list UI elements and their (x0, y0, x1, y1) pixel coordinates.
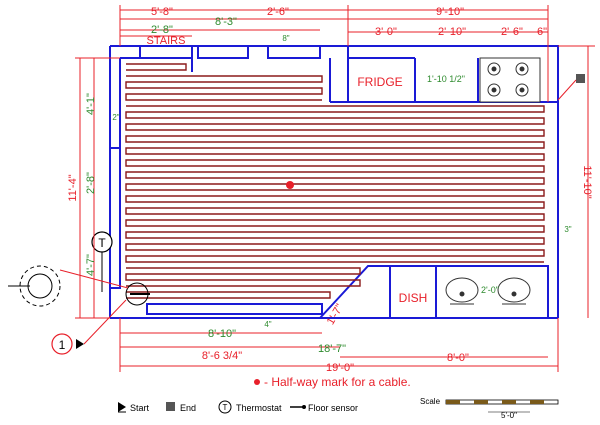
svg-text:5'-8": 5'-8" (151, 6, 173, 18)
svg-text:2'-8": 2'-8" (85, 172, 97, 194)
svg-text:11'-10": 11'-10" (581, 165, 593, 198)
sink-icon (445, 277, 531, 305)
svg-text:2": 2" (112, 113, 119, 122)
dish-label: DISH (399, 291, 428, 305)
svg-text:9'-10": 9'-10" (436, 6, 464, 18)
svg-text:Floor sensor: Floor sensor (308, 403, 358, 413)
svg-text:End: End (180, 403, 196, 413)
svg-text:1: 1 (59, 338, 66, 352)
svg-text:8": 8" (282, 34, 289, 43)
scale-bar (445, 399, 559, 413)
legend: Start End T Thermostat Floor sensor Scal… (118, 397, 559, 420)
svg-text:8'-10": 8'-10" (208, 328, 236, 340)
thermostat-legend-icon (218, 400, 232, 414)
dimension-lines (75, 5, 595, 372)
heating-cable-segment (125, 75, 323, 101)
svg-text:6": 6" (537, 26, 547, 38)
svg-text:4'-7": 4'-7" (85, 254, 97, 276)
heating-cable-segment (125, 105, 545, 263)
start-legend-icon (118, 402, 126, 412)
svg-text:8'-3": 8'-3" (215, 16, 237, 28)
svg-text:5'-0": 5'-0" (501, 411, 517, 420)
svg-text:1'-10 1/2": 1'-10 1/2" (427, 74, 465, 84)
svg-text:4": 4" (264, 320, 271, 329)
svg-text:8'-0": 8'-0" (447, 352, 469, 364)
svg-text:19'-0": 19'-0" (326, 362, 354, 374)
stairs-label: STAIRS (147, 35, 186, 47)
end-legend-icon (166, 402, 175, 411)
svg-text:18'-7": 18'-7" (318, 343, 346, 355)
walls (109, 45, 559, 319)
heating-cable-segment (126, 63, 187, 71)
svg-text:3": 3" (564, 225, 571, 234)
fridge-label: FRIDGE (357, 75, 402, 89)
svg-text:T: T (98, 236, 106, 250)
svg-text:Scale: Scale (420, 397, 441, 406)
svg-text:T: T (223, 403, 228, 412)
heating-cable-segment (126, 291, 331, 299)
svg-text:3'-0": 3'-0" (375, 26, 397, 38)
end-marker-icon (576, 74, 585, 83)
start-marker: 1 (51, 299, 127, 355)
stove-icon (479, 57, 541, 103)
thermostat-icon: T (91, 231, 113, 253)
halfway-legend-dot (254, 379, 260, 385)
svg-text:1'-7": 1'-7" (325, 302, 346, 327)
dimension-labels: 9'-10" 5'-8" 8'-3" 2'-6" 2'-8" 3'-0" 2'-… (67, 6, 593, 374)
floor-sensor-detail (8, 265, 150, 307)
heating-cable-segment (125, 267, 361, 287)
svg-text:2'-6": 2'-6" (501, 26, 523, 38)
svg-text:2'-8": 2'-8" (151, 24, 173, 36)
heating-cable (125, 63, 545, 299)
svg-text:Start: Start (130, 403, 150, 413)
svg-text:Thermostat: Thermostat (236, 403, 282, 413)
halfway-mark-icon (286, 181, 294, 189)
svg-text:2'-6": 2'-6" (267, 6, 289, 18)
svg-text:11'-4": 11'-4" (67, 174, 79, 201)
svg-text:8'-6 3/4": 8'-6 3/4" (202, 350, 242, 362)
svg-text:2'-10": 2'-10" (438, 26, 466, 38)
svg-text:4'-1": 4'-1" (85, 93, 97, 115)
svg-text:2'-0": 2'-0" (481, 285, 499, 295)
halfway-note: - Half-way mark for a cable. (264, 375, 411, 389)
